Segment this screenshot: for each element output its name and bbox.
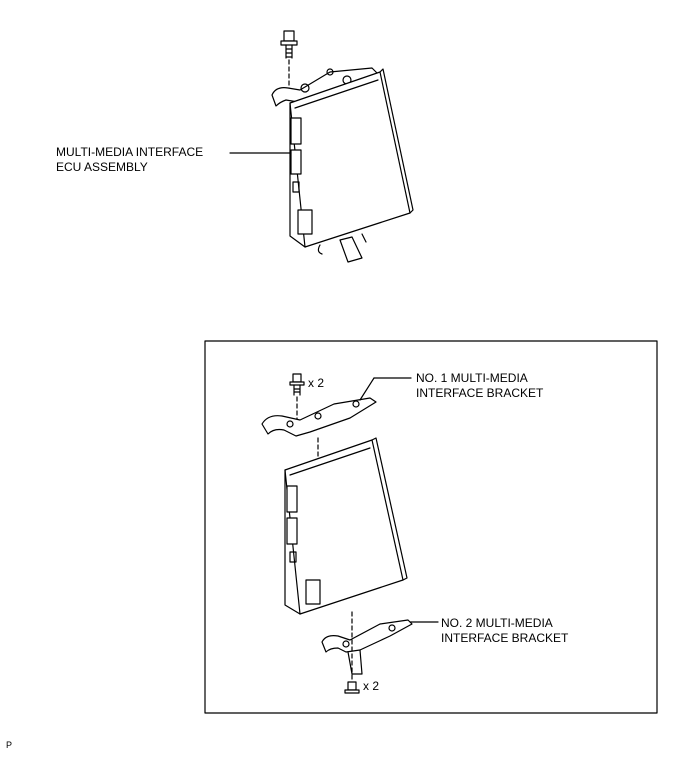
- ecu-assembly-top: [271, 67, 414, 263]
- ecu-assembly-label-line-1: MULTI-MEDIA INTERFACE: [56, 145, 204, 159]
- no1-bracket-leader-elbow: [359, 377, 375, 401]
- ecu-assembly-label-line-2: ECU ASSEMBLY: [56, 160, 148, 174]
- inset-frame: [204, 340, 658, 714]
- no1-bracket-label-line-1: NO. 1 MULTI-MEDIA: [416, 371, 528, 385]
- no2-bracket-label: NO. 2 MULTI-MEDIA INTERFACE BRACKET: [441, 616, 568, 646]
- footer-code: P: [6, 740, 13, 750]
- no1-bracket-label: NO. 1 MULTI-MEDIA INTERFACE BRACKET: [416, 371, 543, 401]
- no1-bracket: [261, 397, 377, 437]
- no2-bracket-label-line-1: NO. 2 MULTI-MEDIA: [441, 616, 553, 630]
- ecu-assembly-inset: [284, 437, 408, 615]
- top-screw: [280, 30, 298, 59]
- ecu-assembly-label: MULTI-MEDIA INTERFACE ECU ASSEMBLY: [56, 145, 203, 175]
- no2-bracket: [321, 619, 413, 675]
- lower-screw-quantity: x 2: [363, 679, 380, 693]
- no1-bracket-label-line-2: INTERFACE BRACKET: [416, 386, 544, 400]
- upper-screw-quantity: x 2: [308, 376, 325, 390]
- lower-screw: [344, 681, 360, 694]
- no2-bracket-label-line-2: INTERFACE BRACKET: [441, 631, 569, 645]
- upper-screw: [289, 373, 305, 396]
